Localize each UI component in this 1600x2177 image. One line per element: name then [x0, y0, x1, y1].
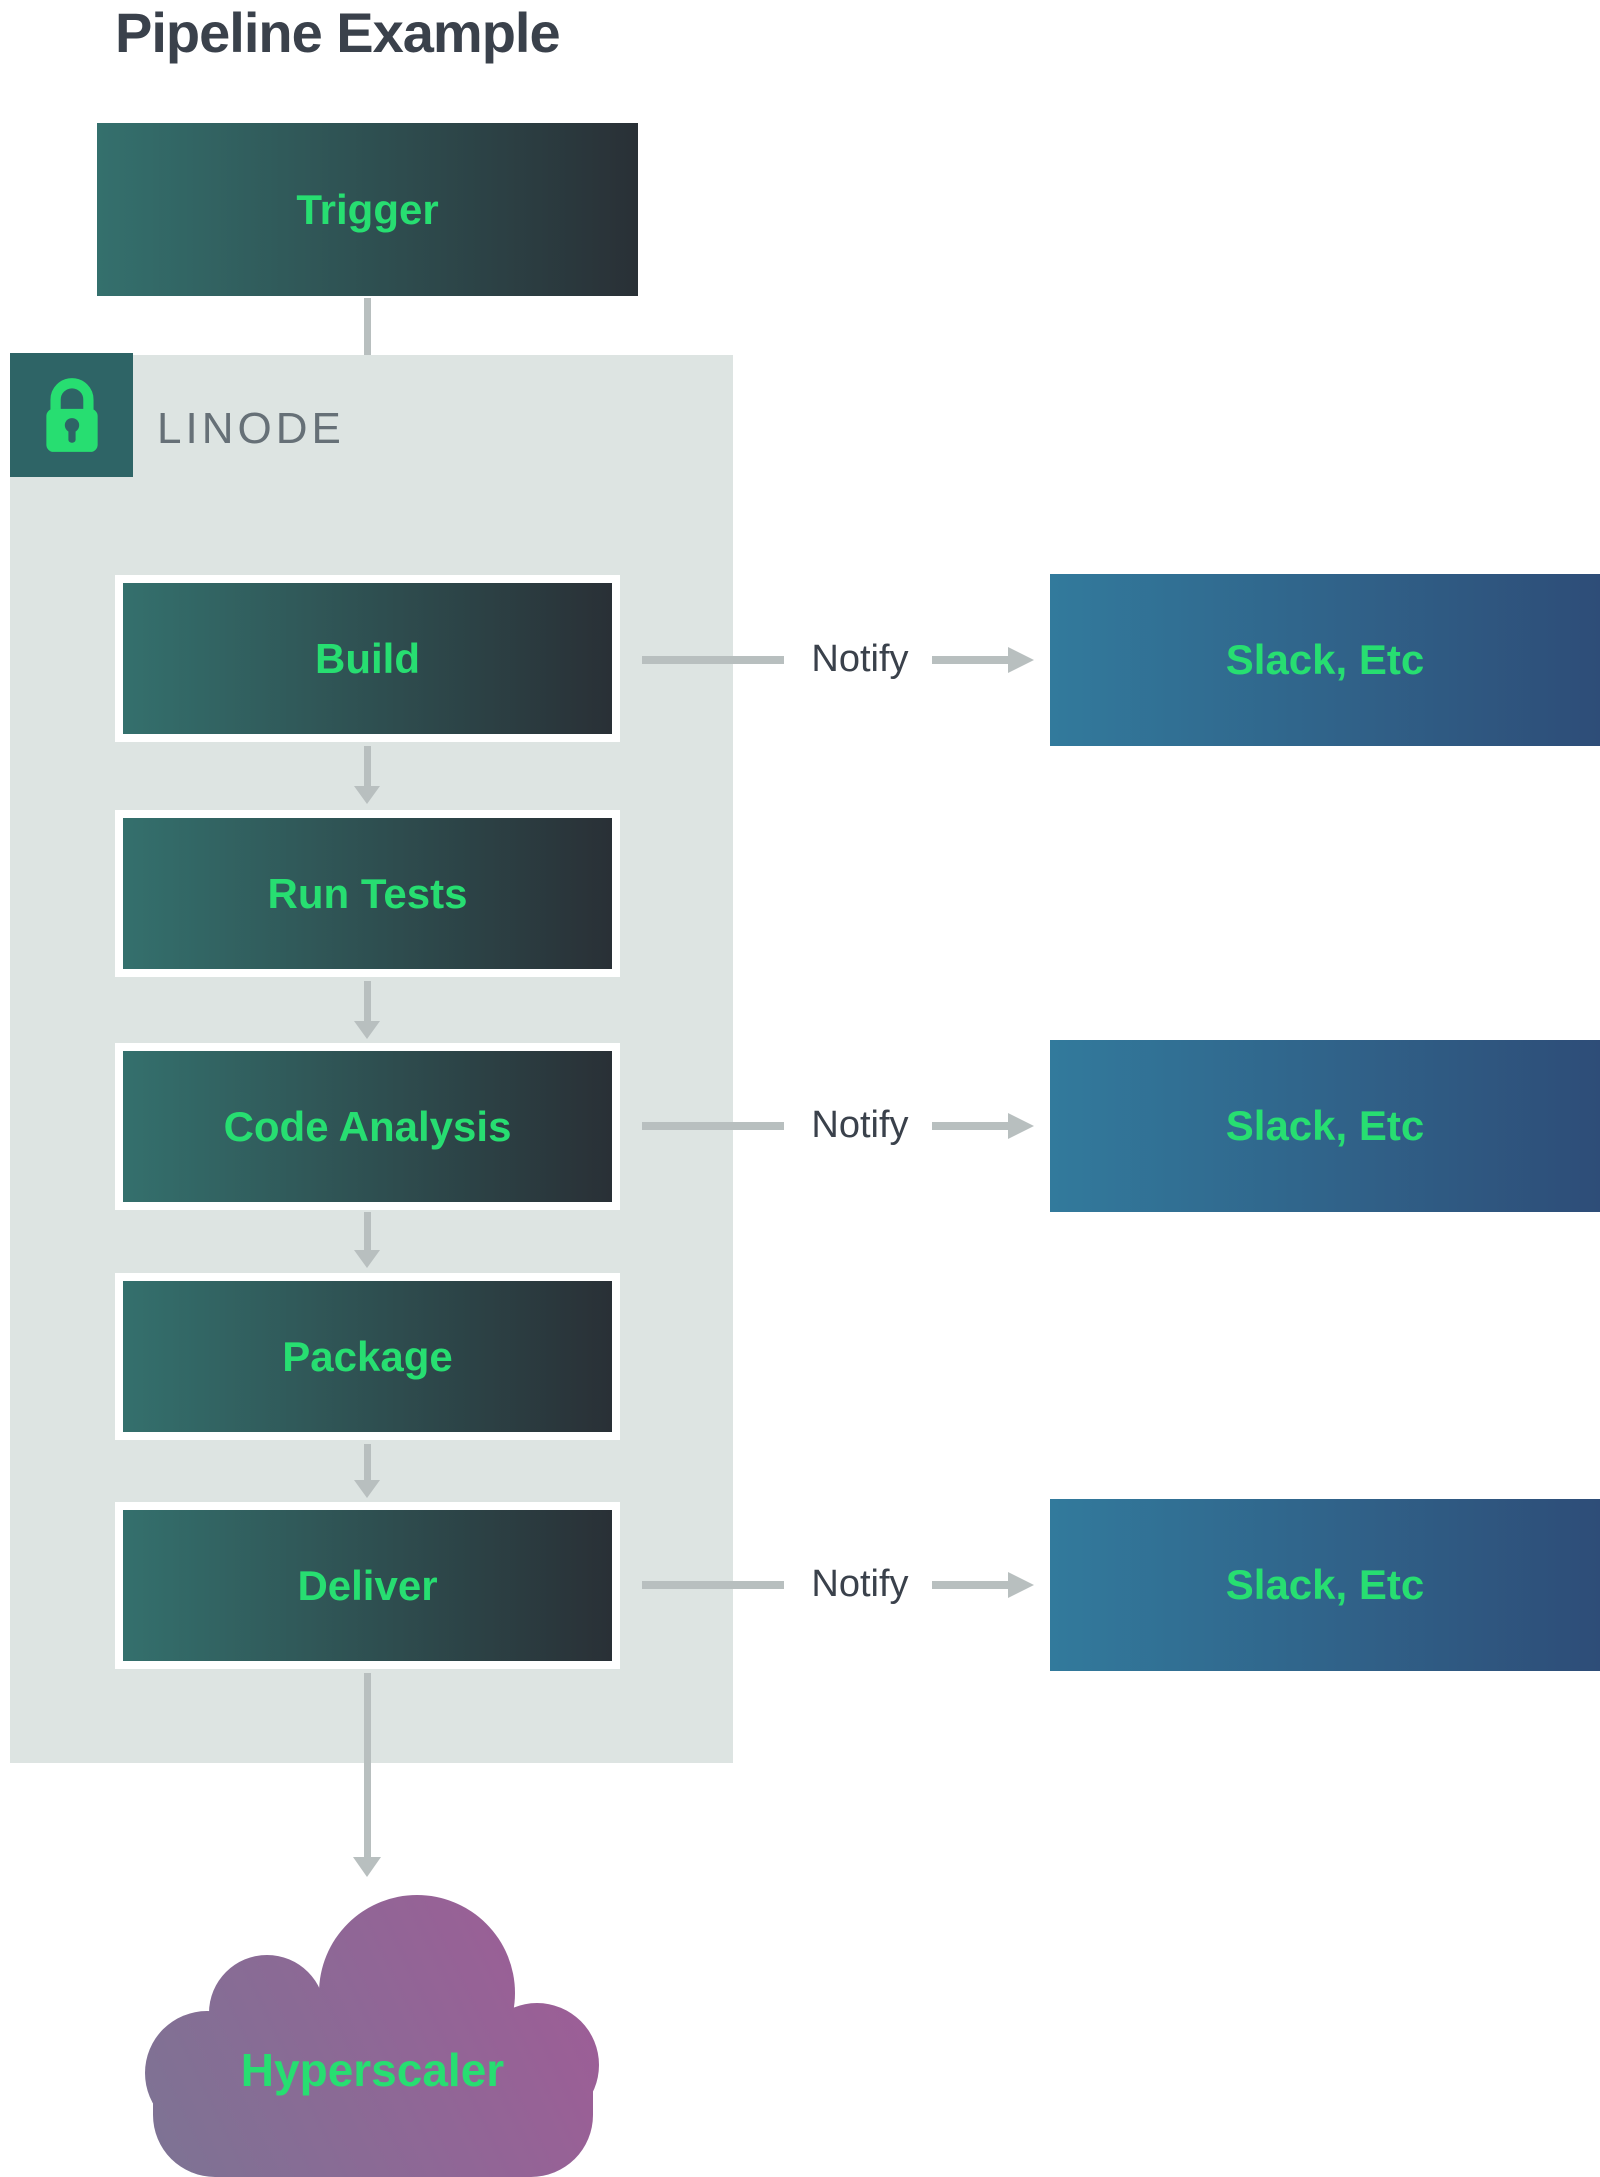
notify-line	[642, 1122, 784, 1130]
stage-build: Build	[115, 575, 620, 742]
notify-line	[642, 656, 784, 664]
notify-line	[642, 1581, 784, 1589]
stage-code-analysis: Code Analysis	[115, 1043, 620, 1210]
trigger-node: Trigger	[97, 123, 638, 296]
arrow-head-icon	[354, 1250, 380, 1268]
stage-run-tests: Run Tests	[115, 810, 620, 977]
arrow-head-icon	[354, 786, 380, 804]
stage-code-analysis-box: Code Analysis	[123, 1051, 612, 1202]
stage-package: Package	[115, 1273, 620, 1440]
arrow-deliver-to-hyperscaler	[353, 1673, 381, 1877]
stage-package-box: Package	[123, 1281, 612, 1432]
notify-arrow-stem	[932, 1581, 1008, 1589]
slack-label: Slack, Etc	[1225, 1102, 1425, 1149]
notify-arrow-stem	[932, 656, 1008, 664]
cloud-icon	[145, 1895, 599, 2177]
notify-label: Notify	[811, 1563, 909, 1605]
arrow-package-to-deliver	[353, 1444, 381, 1498]
stage-build-label: Build	[315, 634, 420, 682]
stage-run-tests-box: Run Tests	[123, 818, 612, 969]
linode-label: LINODE	[157, 404, 345, 453]
notify-label: Notify	[811, 1104, 909, 1146]
arrow-head-icon	[353, 1857, 381, 1877]
slack-label: Slack, Etc	[1225, 636, 1425, 683]
trigger-label: Trigger	[296, 185, 439, 233]
notify-arrow-head-icon	[1008, 647, 1034, 673]
slack-node-deliver: Slack, Etc	[1050, 1499, 1600, 1671]
arrow-stem	[363, 1444, 371, 1480]
arrow-run-tests-to-code-analysis	[353, 981, 381, 1039]
arrow-head-icon	[354, 1021, 380, 1039]
stage-run-tests-label: Run Tests	[267, 869, 468, 917]
stage-package-label: Package	[282, 1332, 453, 1380]
notify-label: Notify	[811, 638, 909, 680]
lock-icon	[45, 378, 98, 452]
stage-deliver-box: Deliver	[123, 1510, 612, 1661]
arrow-stem	[363, 1212, 371, 1250]
arrow-stem	[363, 746, 371, 786]
lock-badge	[10, 353, 133, 477]
arrow-code-analysis-to-package	[353, 1212, 381, 1268]
page-title: Pipeline Example	[115, 1, 561, 64]
stage-deliver-label: Deliver	[297, 1561, 438, 1609]
stage-code-analysis-label: Code Analysis	[223, 1102, 512, 1150]
notify-arrow-stem	[932, 1122, 1008, 1130]
arrow-head-icon	[354, 1480, 380, 1498]
hyperscaler-label: Hyperscaler	[240, 2044, 505, 2096]
slack-node-build: Slack, Etc	[1050, 574, 1600, 746]
hyperscaler-cloud	[145, 1893, 600, 2177]
arrow-stem	[363, 1673, 371, 1857]
slack-node-code-analysis: Slack, Etc	[1050, 1040, 1600, 1212]
notify-arrow-head-icon	[1008, 1572, 1034, 1598]
stage-build-box: Build	[123, 583, 612, 734]
stage-deliver: Deliver	[115, 1502, 620, 1669]
slack-label: Slack, Etc	[1225, 1561, 1425, 1608]
arrow-stem	[363, 981, 371, 1021]
arrow-build-to-run-tests	[353, 746, 381, 804]
notify-arrow-head-icon	[1008, 1113, 1034, 1139]
